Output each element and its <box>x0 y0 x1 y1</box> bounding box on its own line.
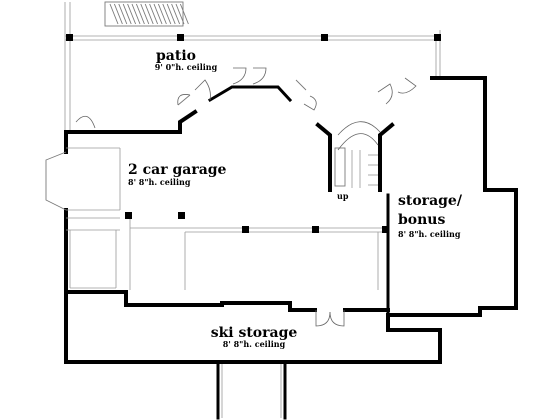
stair-tread <box>175 3 185 25</box>
stair-tread <box>166 3 176 25</box>
stair-tread <box>131 3 141 25</box>
stair-up-label: up <box>337 191 349 201</box>
ceiling-height-garage: 8' 8"h. ceiling <box>128 177 191 187</box>
stair-tread <box>149 3 159 25</box>
stair-tread <box>157 3 167 25</box>
interior-posts <box>125 212 389 233</box>
stair-tread <box>144 3 154 25</box>
stair-tread <box>127 3 137 25</box>
stair-tread <box>135 3 145 25</box>
label-storage: storage/ bonus 8' 8"h. ceiling <box>398 193 463 239</box>
stair-tread <box>179 3 189 25</box>
label-patio: patio 9' 0"h. ceiling <box>155 48 218 72</box>
stair-tread <box>109 3 119 25</box>
stair-tread <box>153 3 163 25</box>
stair-tread <box>162 3 172 25</box>
exterior-walls <box>64 76 518 420</box>
room-name-storage-line1: storage/ <box>398 193 463 209</box>
stair-tread <box>113 3 123 25</box>
stair-core <box>315 121 395 192</box>
label-garage: 2 car garage 8' 8"h. ceiling <box>128 162 227 187</box>
ceiling-height-ski: 8' 8"h. ceiling <box>223 339 286 349</box>
stair-tread <box>171 3 181 25</box>
stair-tread <box>140 3 150 25</box>
patio-posts <box>66 34 441 41</box>
ceiling-height-patio: 9' 0"h. ceiling <box>155 62 218 72</box>
room-name-storage-line2: bonus <box>398 212 445 228</box>
stair-tread <box>122 3 132 25</box>
label-ski: ski storage 8' 8"h. ceiling <box>211 325 298 349</box>
room-name-ski: ski storage <box>211 325 298 341</box>
exterior-stair <box>104 1 189 27</box>
stair-tread <box>118 3 128 25</box>
door-swings <box>75 67 417 327</box>
ceiling-height-storage: 8' 8"h. ceiling <box>398 229 461 239</box>
room-name-garage: 2 car garage <box>128 162 227 178</box>
garage-bump <box>45 147 121 289</box>
interior-lines <box>129 215 388 290</box>
patio-outline <box>64 2 441 130</box>
room-name-patio: patio <box>156 48 196 64</box>
